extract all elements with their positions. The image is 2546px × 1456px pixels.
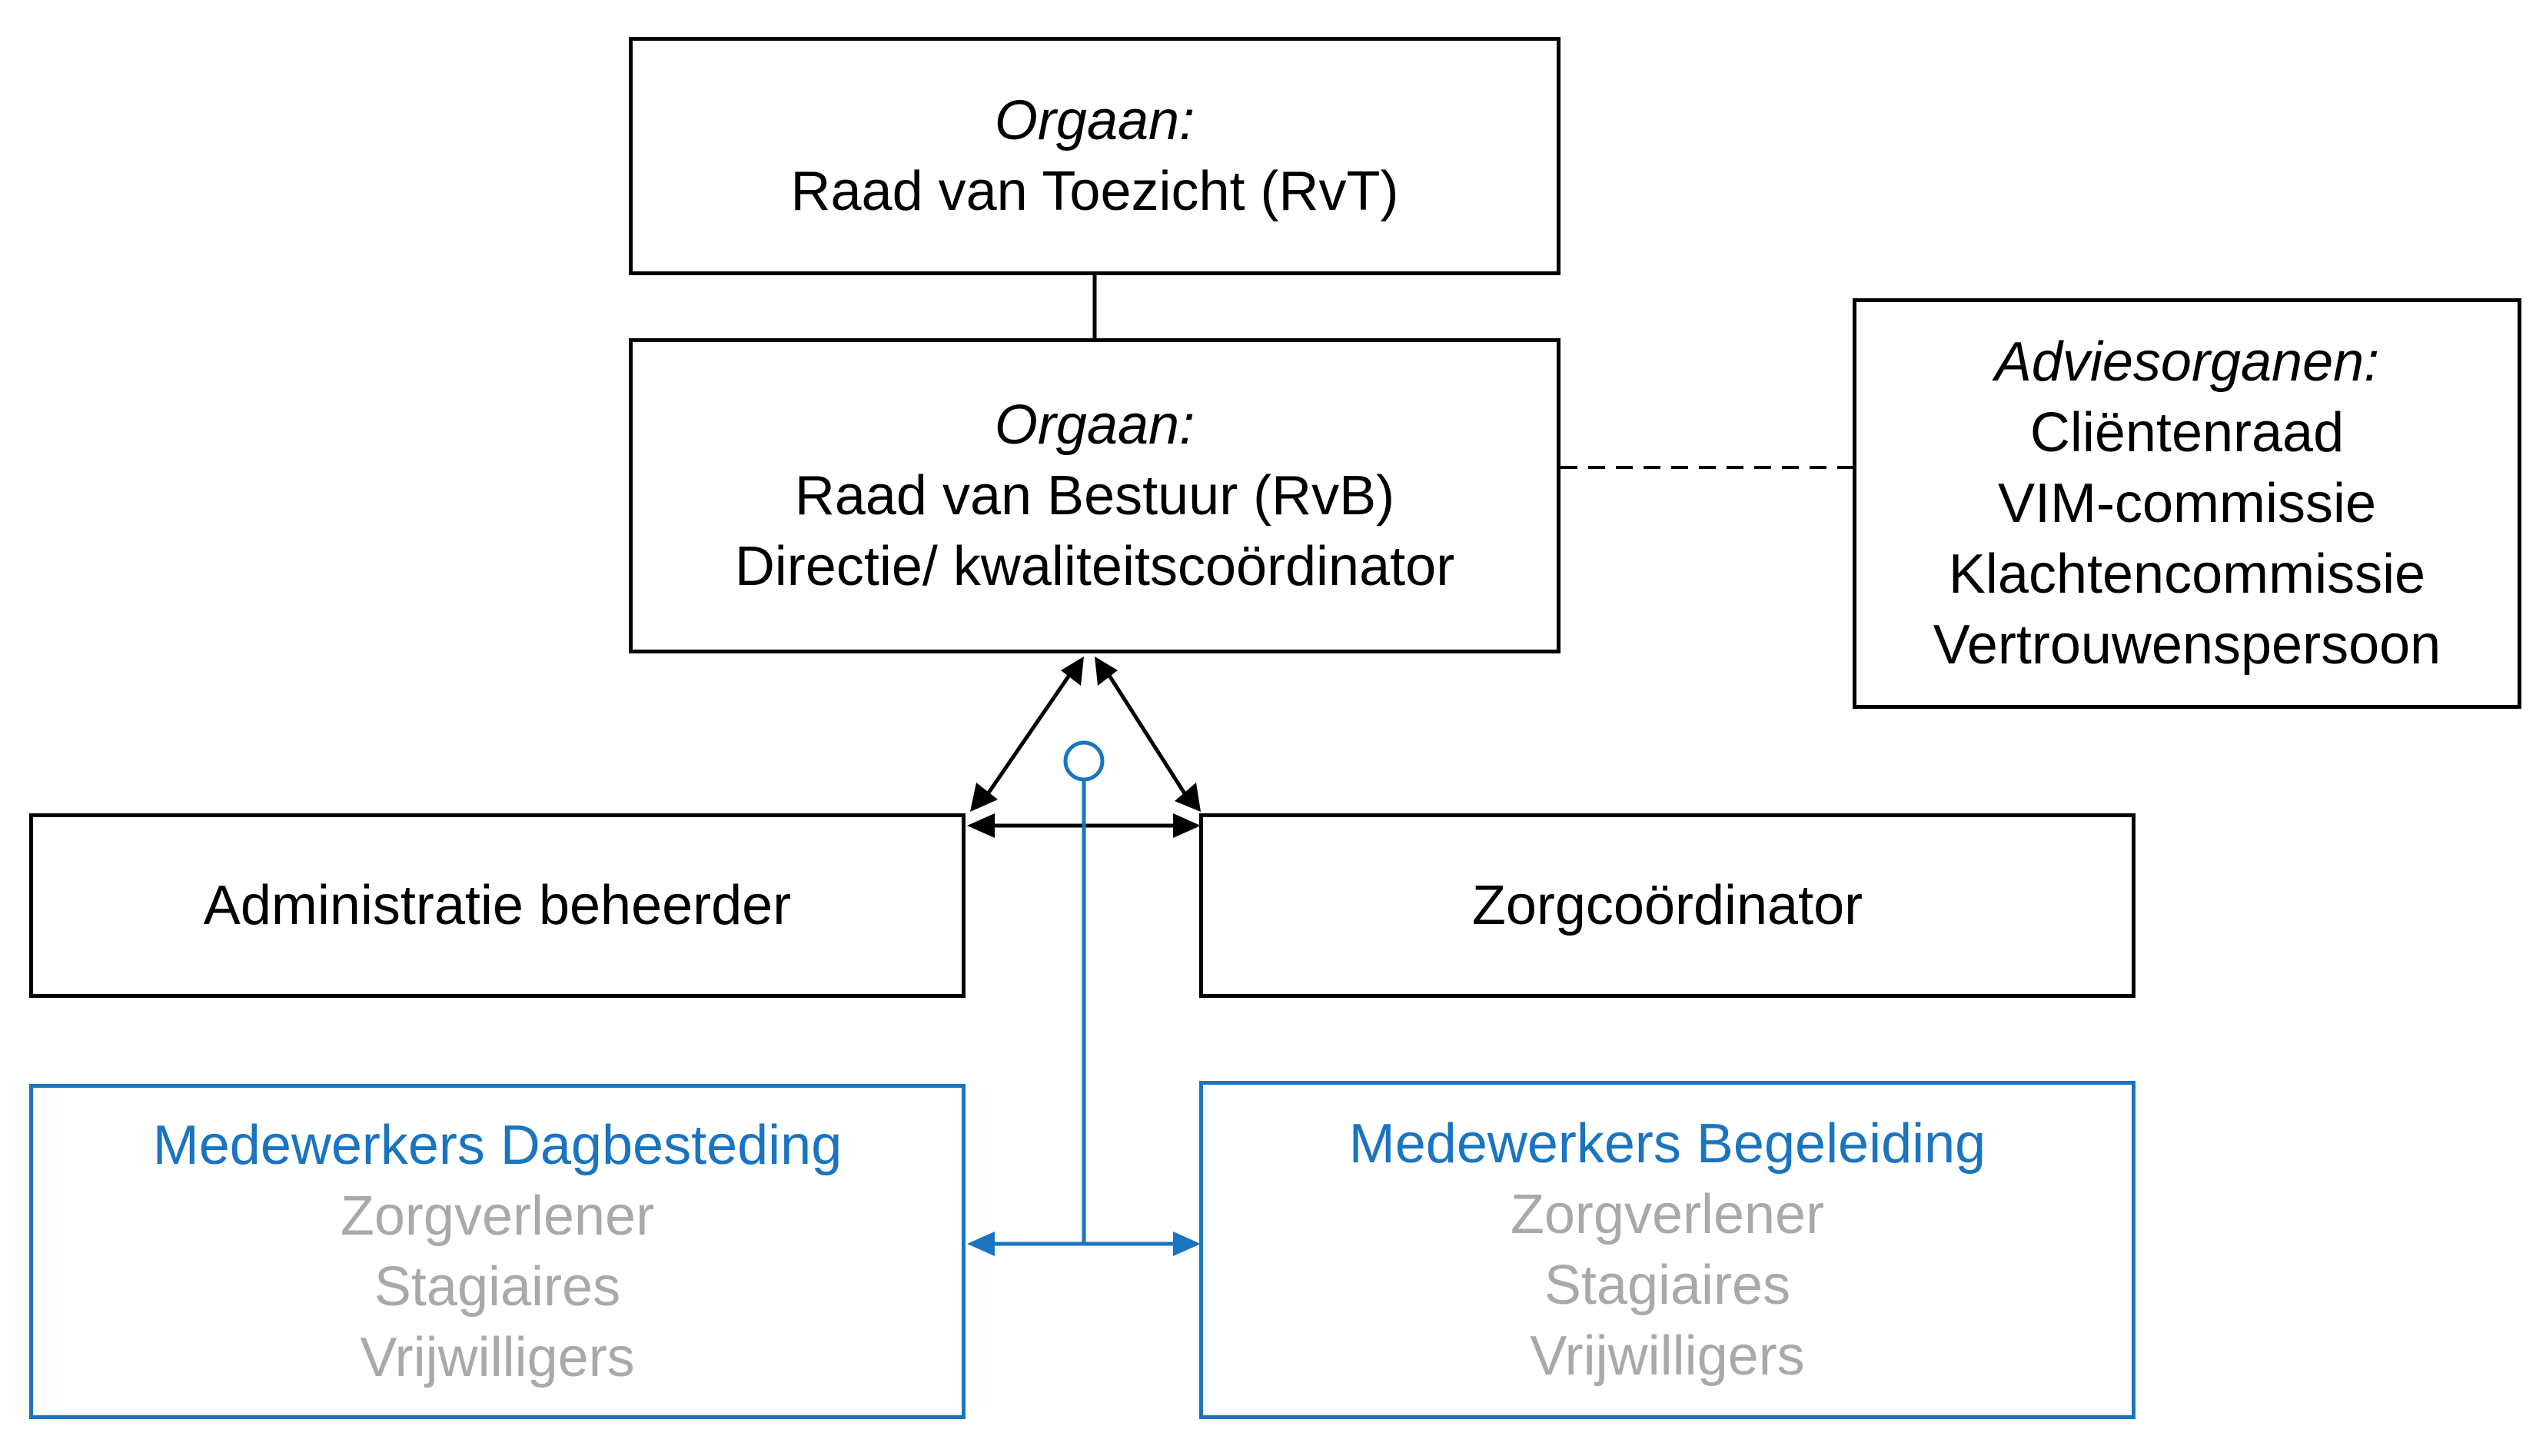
advies-item-klachtencommissie: Klachtencommissie bbox=[1948, 544, 2426, 605]
rvb-box: Orgaan: Raad van Bestuur (RvB) Directie/… bbox=[629, 338, 1561, 653]
rvb-directie: Directie/ kwaliteitscoördinator bbox=[734, 536, 1455, 597]
dagbesteding-role-stagiaires: Stagiaires bbox=[374, 1256, 621, 1318]
medewerkers-begeleiding-box: Medewerkers Begeleiding Zorgverlener Sta… bbox=[1199, 1081, 2136, 1419]
begeleiding-role-stagiaires: Stagiaires bbox=[1544, 1255, 1791, 1316]
arrow-admin-rvb bbox=[970, 657, 1084, 812]
dagbesteding-title: Medewerkers Dagbesteding bbox=[152, 1115, 843, 1176]
rvb-name: Raad van Bestuur (RvB) bbox=[794, 465, 1395, 527]
rvb-heading: Orgaan: bbox=[994, 394, 1195, 456]
adviesorganen-box: Adviesorganen: Cliëntenraad VIM-commissi… bbox=[1853, 298, 2521, 709]
dagbesteding-role-vrijwilligers: Vrijwilligers bbox=[360, 1327, 635, 1388]
rvt-heading: Orgaan: bbox=[994, 90, 1195, 151]
advies-item-vim-commissie: VIM-commissie bbox=[1997, 473, 2376, 534]
begeleiding-title: Medewerkers Begeleiding bbox=[1348, 1113, 1986, 1175]
zorgcoordinator-label: Zorgcoördinator bbox=[1471, 875, 1863, 936]
adviesorganen-heading: Adviesorganen: bbox=[1994, 331, 2380, 393]
advies-item-vertrouwenspersoon: Vertrouwenspersoon bbox=[1933, 614, 2441, 676]
arrow-zorg-rvb bbox=[1095, 657, 1201, 812]
zorgcoordinator-box: Zorgcoördinator bbox=[1199, 813, 2136, 998]
dagbesteding-role-zorgverlener: Zorgverlener bbox=[340, 1185, 655, 1247]
rvt-name: Raad van Toezicht (RvT) bbox=[790, 161, 1399, 222]
begeleiding-role-zorgverlener: Zorgverlener bbox=[1510, 1184, 1825, 1245]
blue-staff-connector bbox=[967, 740, 1201, 1256]
rvt-box: Orgaan: Raad van Toezicht (RvT) bbox=[629, 37, 1561, 275]
administratie-beheerder-label: Administratie beheerder bbox=[203, 875, 792, 936]
begeleiding-role-vrijwilligers: Vrijwilligers bbox=[1530, 1325, 1805, 1387]
advies-item-clientenraad: Cliëntenraad bbox=[2029, 402, 2345, 464]
administratie-beheerder-box: Administratie beheerder bbox=[29, 813, 966, 998]
medewerkers-dagbesteding-box: Medewerkers Dagbesteding Zorgverlener St… bbox=[29, 1084, 966, 1419]
